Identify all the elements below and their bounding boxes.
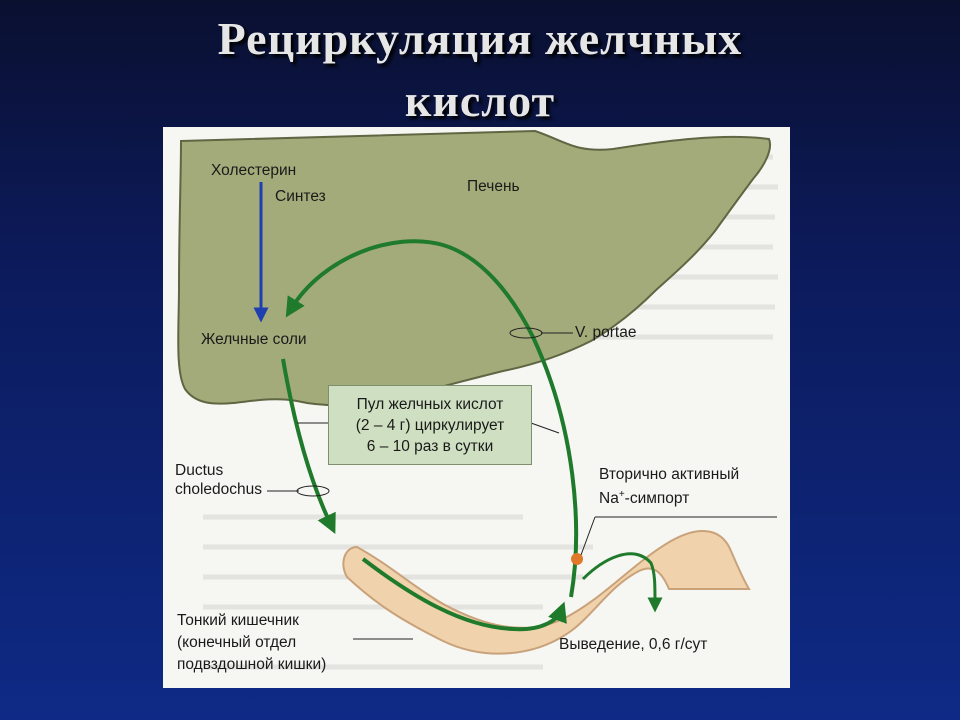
portal-return-arrow — [285, 239, 579, 598]
pool-leader-right — [530, 422, 560, 434]
bile-salts-label: Желчные соли — [201, 331, 307, 348]
bile-flow-arrow — [281, 358, 336, 535]
transporter-na: Na — [599, 490, 619, 508]
title-line-2: кислот — [404, 75, 556, 126]
pool-text-line-1: Пул желчных кислот — [356, 395, 504, 413]
transporter-leader — [580, 516, 596, 556]
transporter-dot — [571, 553, 583, 565]
liver-label: Печень — [467, 178, 520, 195]
ductus-label-line-2: choledochus — [175, 481, 263, 498]
portal-vein-label: V. portae — [575, 324, 637, 341]
bile-acid-pool-box: Пул желчных кислот (2 – 4 г) циркулирует… — [328, 385, 532, 465]
excretion-arrow — [581, 552, 663, 613]
intestine-label-line-3: подвздошной кишки) — [177, 656, 327, 673]
ductus-label-line-1: Ductus — [175, 462, 224, 479]
title-line-1: Рециркуляция желчных — [217, 13, 743, 64]
transporter-sup: + — [618, 489, 625, 500]
diagram-canvas — [177, 129, 778, 670]
pool-text-line-2: (2 – 4 г) циркулирует — [355, 416, 505, 434]
diagram-figure: Холестерин Синтез Печень Желчные соли V.… — [163, 127, 790, 688]
intestine-label-line-1: Тонкий кишечник — [177, 612, 299, 629]
transporter-label-line-1: Вторично активный — [599, 466, 740, 483]
pool-text-line-3: 6 – 10 раз в сутки — [366, 437, 494, 455]
transporter-label-line-2: Na+-симпорт — [599, 485, 689, 508]
excretion-label: Выведение, 0,6 г/сут — [559, 636, 708, 653]
transporter-rest: -симпорт — [624, 490, 690, 508]
cholesterol-label: Холестерин — [211, 162, 297, 179]
synthesis-label: Синтез — [275, 188, 326, 205]
ductus-marker — [296, 485, 330, 497]
slide-title: Рециркуляция желчных кислот — [0, 8, 960, 132]
intestinal-flow-arrow — [361, 557, 567, 632]
intestine-label-line-2: (конечный отдел — [177, 634, 297, 651]
